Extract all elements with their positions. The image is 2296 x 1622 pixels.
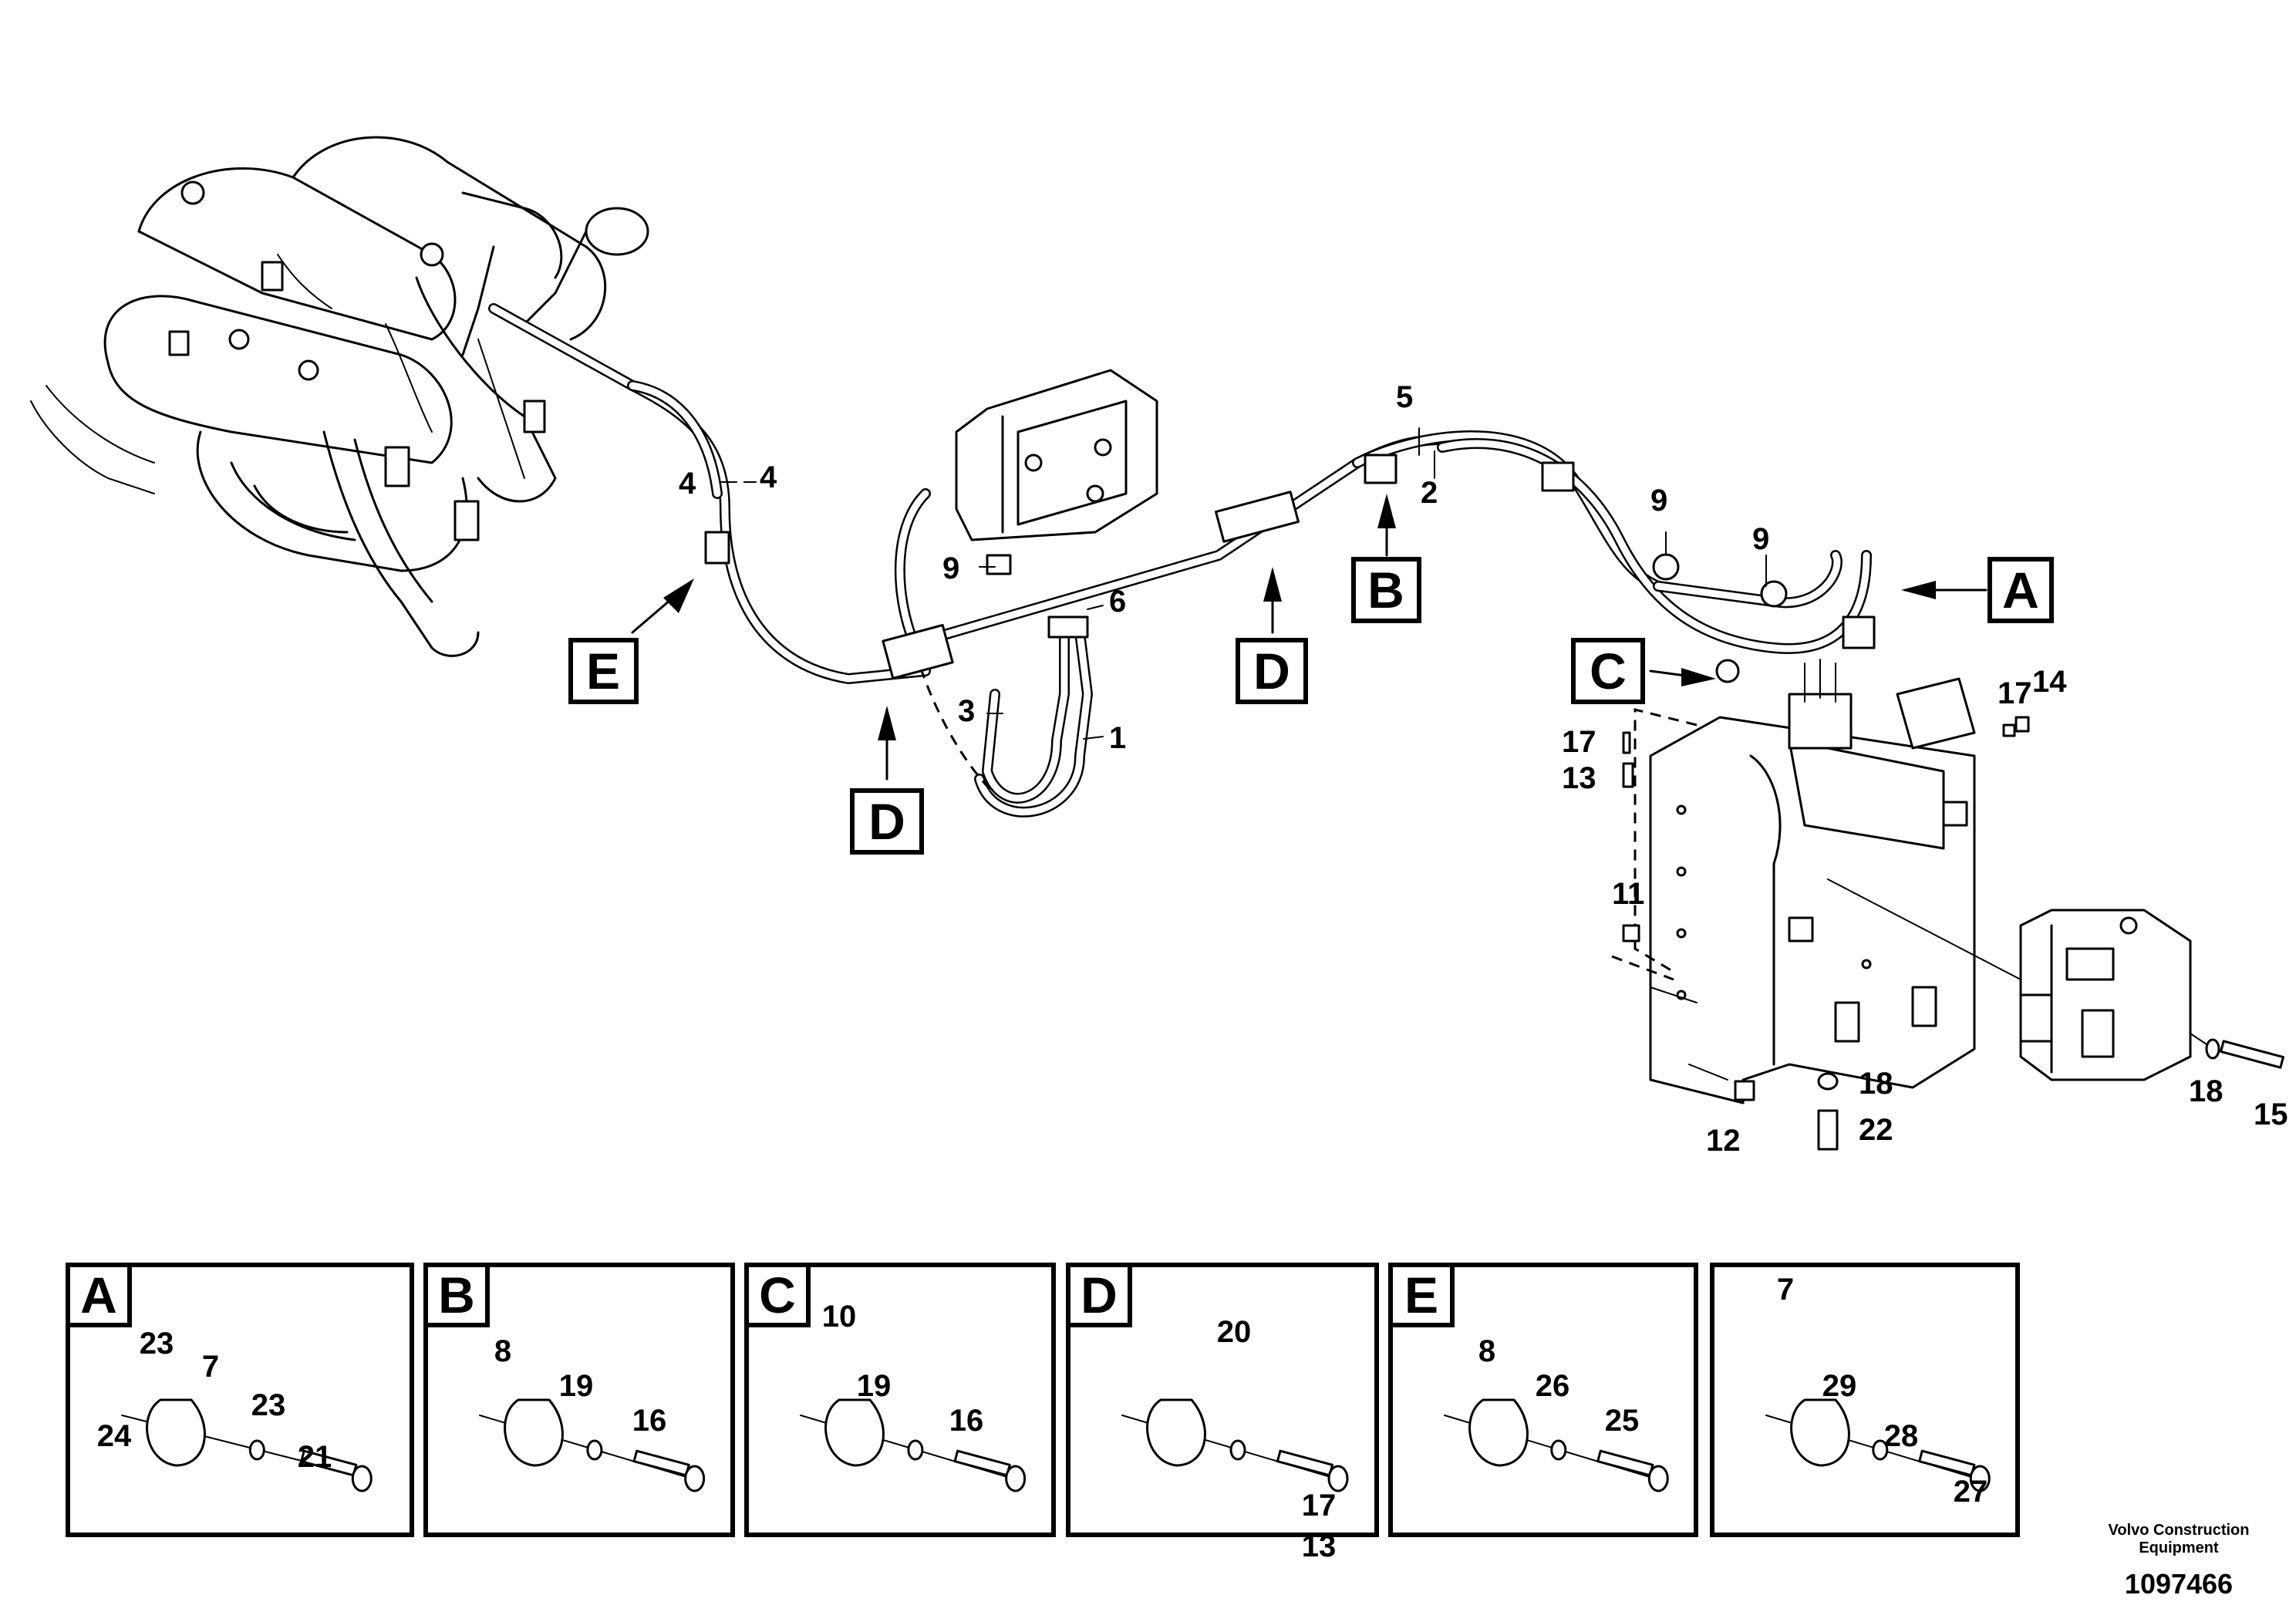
part-label-6: 6 (1109, 585, 1126, 619)
part-label-11: 11 (1612, 877, 1644, 911)
part-label-4-left: 4 (679, 467, 696, 501)
detail-part-label: 26 (1536, 1369, 1570, 1403)
detail-part-label: 7 (202, 1350, 219, 1384)
detail-panel-letter: A (80, 1266, 117, 1324)
svg-text:C: C (1590, 642, 1627, 700)
part-label-9-mid: 9 (1650, 484, 1667, 518)
callout-box-b: B (1351, 557, 1421, 623)
part-label-18-right: 18 (2189, 1074, 2224, 1108)
svg-text:D: D (868, 793, 905, 850)
detail-part-label: 16 (632, 1404, 667, 1438)
detail-part-label: 8 (1478, 1334, 1495, 1368)
part-label-22: 22 (1859, 1113, 1893, 1147)
callout-box-c: C (1571, 638, 1645, 704)
pump-module (1827, 878, 2214, 1081)
exhaust-aftertreatment-unit (30, 136, 649, 657)
dosing-module (955, 369, 1158, 575)
detail-part-label: 7 (1777, 1273, 1794, 1307)
part-label-3: 3 (958, 694, 975, 728)
part-label-14: 14 (2032, 665, 2067, 699)
detail-part-label: 24 (97, 1419, 132, 1453)
detail-part-label: 25 (1605, 1404, 1640, 1438)
detail-panel-letter: C (759, 1266, 796, 1324)
detail-part-label: 8 (494, 1334, 511, 1368)
part-label-13: 13 (1562, 761, 1596, 795)
detail-panel-a: A 23 7 23 21 24 (66, 1263, 414, 1537)
detail-panel-extra: 7 29 28 27 (1710, 1263, 2020, 1537)
detail-part-label: 23 (140, 1327, 174, 1361)
detail-part-label: 29 (1822, 1369, 1857, 1403)
part-label-18-mid: 18 (1859, 1067, 1893, 1101)
detail-panel-e: E 8 26 25 (1388, 1263, 1698, 1537)
detail-panel-d: D 20 17 13 (1066, 1263, 1379, 1563)
callout-box-e: E (568, 638, 639, 704)
callout-box-d-left: D (850, 788, 924, 855)
credit-line-1: Volvo Construction (2109, 1522, 2250, 1539)
detail-part-label: 21 (298, 1440, 332, 1474)
detail-panel-letter: E (1404, 1266, 1438, 1324)
detail-part-label: 19 (857, 1369, 892, 1403)
document-number: 1097466 (2125, 1568, 2233, 1600)
part-label-2: 2 (1421, 476, 1438, 510)
detail-part-label: 19 (559, 1369, 594, 1403)
svg-text:E: E (586, 642, 620, 700)
part-label-17-left: 17 (1562, 725, 1596, 759)
callout-box-d-right: D (1236, 638, 1308, 704)
part-label-9-left: 9 (942, 551, 959, 585)
svg-text:B: B (1367, 561, 1404, 619)
leader-lines (720, 427, 1767, 740)
line-clamps (704, 454, 1876, 683)
part-label-9-right: 9 (1752, 522, 1769, 556)
detail-part-label: 28 (1884, 1419, 1919, 1453)
detail-panel-letter: D (1081, 1266, 1118, 1324)
detail-part-label: 23 (251, 1388, 286, 1422)
part-label-17-right: 17 (1998, 676, 2032, 710)
part-label-1: 1 (1109, 721, 1126, 755)
callout-pointers (631, 494, 1988, 781)
part-label-4-right: 4 (760, 460, 777, 494)
part-label-15: 15 (2254, 1098, 2288, 1131)
detail-panel-b: B8 19 16 (423, 1263, 735, 1537)
detail-part-label: 10 (822, 1300, 857, 1334)
detail-panel-letter: B (438, 1266, 475, 1324)
part-label-5: 5 (1396, 380, 1413, 414)
detail-part-label: 16 (949, 1404, 984, 1438)
part-label-12: 12 (1706, 1124, 1741, 1158)
fasteners (1622, 716, 2284, 1151)
svg-text:D: D (1253, 642, 1290, 700)
detail-part-label: 27 (1954, 1475, 1988, 1509)
detail-part-label: 17 (1302, 1489, 1337, 1523)
credit-line-2: Equipment (2139, 1539, 2219, 1556)
detail-part-label: 20 (1217, 1315, 1252, 1349)
detail-panel-c: C 10 19 16 (744, 1263, 1056, 1537)
svg-text:A: A (2002, 561, 2039, 619)
detail-part-label: 13 (1302, 1529, 1337, 1563)
def-tank (1611, 659, 1976, 1104)
part-number-labels: 4 4 5 2 9 6 3 1 9 9 17 13 17 14 11 18 22… (679, 380, 2288, 1158)
callout-box-a: A (1988, 557, 2054, 623)
